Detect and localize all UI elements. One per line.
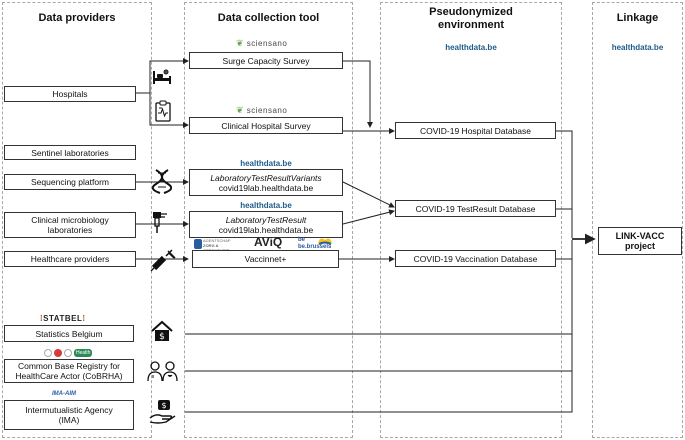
tool-clinical-label: Clinical Hospital Survey: [221, 120, 311, 131]
collection-heading: Data collection tool: [217, 12, 320, 24]
link-vacc-line2: project: [624, 241, 655, 251]
linkage-heading: Linkage: [616, 12, 659, 24]
tool-surge: Surge Capacity Survey: [189, 52, 343, 69]
provider-clinical-micro: Clinical microbiology laboratories: [4, 212, 136, 238]
agentschap-mark: [194, 239, 202, 249]
sciensano-logo-surge: ❦ sciensano: [236, 38, 288, 48]
sciensano-logo-clinical: ❦ sciensano: [236, 105, 288, 115]
link-vacc-project: LINK-VACC project: [598, 227, 682, 255]
db-vaccination: COVID-19 Vaccination Database: [395, 250, 556, 267]
dna-icon: [152, 169, 172, 194]
agentschap-logo-line2: ZORG &: [203, 243, 219, 248]
tool-variants-line1: LaboratoryTestResultVariants: [210, 172, 322, 183]
agentschap-logo-line1: AGENTSCHAP: [203, 238, 231, 243]
tool-vaccinnet-label: Vaccinnet+: [244, 254, 287, 264]
column-pseudo: [380, 2, 562, 438]
tool-variants-line2: covid19lab.healthdata.be: [218, 182, 314, 193]
providers-heading: Data providers: [38, 12, 116, 24]
provider-sequencing: Sequencing platform: [4, 174, 136, 190]
provider-hospitals: Hospitals: [4, 86, 136, 102]
provider-ima-line1: Intermutualistic Agency: [25, 405, 113, 415]
brussels-iris-mark: [316, 233, 334, 245]
provider-healthcare-label: Healthcare providers: [30, 254, 110, 264]
cobrha-logos: Health: [44, 348, 93, 357]
provider-statistics: Statistics Belgium: [4, 325, 134, 342]
health-logo: Health: [74, 348, 93, 357]
provider-cobrha-line1: Common Base Registry for: [17, 361, 121, 371]
ima-aim-logo: IMA-AIM: [52, 391, 76, 397]
house-money-icon: $: [151, 320, 173, 342]
provider-hospitals-label: Hospitals: [52, 89, 88, 99]
pseudo-heading: Pseudonymized environment: [429, 6, 513, 31]
be-logo: be: [298, 237, 306, 243]
provider-cobrha-line2: HealthCare Actor (CoBRHA): [15, 371, 123, 381]
aviq-logo: AViQ: [254, 235, 283, 249]
provider-statistics-label: Statistics Belgium: [35, 328, 103, 339]
db-hospital: COVID-19 Hospital Database: [395, 122, 556, 139]
provider-sentinel: Sentinel laboratories: [4, 145, 136, 160]
provider-ima: Intermutualistic Agency (IMA): [4, 400, 134, 430]
statbel-logo-text: STATBEL: [43, 314, 83, 323]
tool-vaccinnet: Vaccinnet+: [192, 250, 339, 268]
be-brussels-logo: be.brussels: [298, 244, 332, 250]
svg-text:$: $: [161, 401, 166, 410]
svg-text:$: $: [159, 332, 165, 342]
column-providers: [2, 2, 152, 438]
tool-clinical: Clinical Hospital Survey: [189, 117, 343, 134]
tool-result: LaboratoryTestResult covid19lab.healthda…: [189, 211, 343, 238]
hand-money-icon: $: [149, 400, 176, 424]
linkage-brand: healthdata.be: [611, 43, 664, 52]
column-collection: [184, 2, 353, 438]
provider-ima-line2: (IMA): [58, 415, 80, 425]
db-testresult-label: COVID-19 TestResult Database: [415, 203, 536, 214]
provider-sentinel-label: Sentinel laboratories: [31, 147, 109, 158]
syringe-icon: [150, 249, 176, 272]
db-hospital-label: COVID-19 Hospital Database: [419, 125, 532, 136]
tool-result-line1: LaboratoryTestResult: [225, 214, 307, 225]
db-testresult: COVID-19 TestResult Database: [395, 200, 556, 217]
column-linkage: [592, 2, 683, 438]
clipboard-chart-icon: [155, 100, 171, 122]
pseudo-brand: healthdata.be: [445, 43, 497, 52]
pipette-icon: [153, 212, 167, 233]
sciensano-logo-clinical-text: sciensano: [246, 106, 288, 115]
tool-variants: LaboratoryTestResultVariants covid19lab.…: [189, 169, 343, 196]
db-vaccination-label: COVID-19 Vaccination Database: [413, 253, 538, 264]
provider-clinical-micro-line1: Clinical microbiology: [31, 215, 109, 225]
sciensano-logo-surge-text: sciensano: [246, 39, 288, 48]
provider-clinical-micro-line2: laboratories: [47, 225, 93, 235]
hospital-bed-icon: [153, 69, 171, 84]
statbel-logo: ⁞STATBEL⁞: [40, 314, 86, 323]
doctors-icon: [147, 361, 178, 382]
tool-result-line2: covid19lab.healthdata.be: [218, 224, 314, 235]
provider-sequencing-label: Sequencing platform: [31, 177, 109, 187]
provider-cobrha: Common Base Registry for HealthCare Acto…: [4, 359, 134, 383]
tool-surge-label: Surge Capacity Survey: [222, 55, 310, 66]
provider-healthcare: Healthcare providers: [4, 251, 136, 267]
link-vacc-line1: LINK-VACC: [615, 231, 665, 241]
result-brand: healthdata.be: [240, 201, 292, 210]
variants-brand: healthdata.be: [240, 159, 292, 168]
brussels-iris-icon: [318, 238, 332, 245]
